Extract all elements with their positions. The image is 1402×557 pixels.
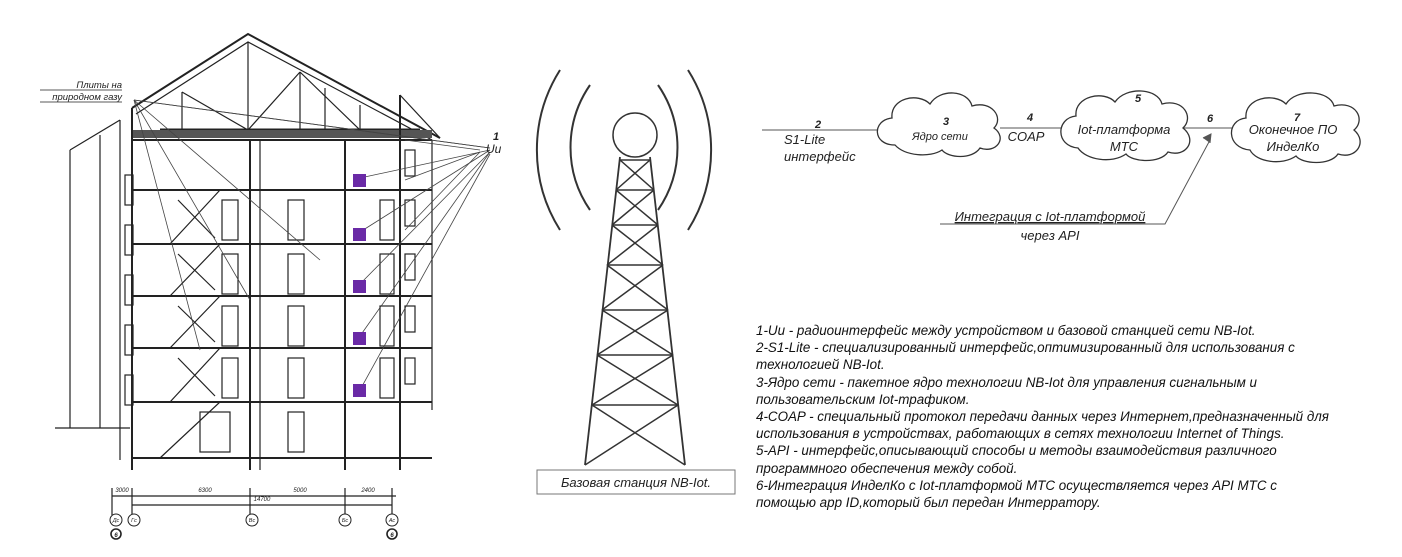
dim-value: 5000 [293, 488, 307, 494]
network-connections [762, 127, 1240, 225]
device-icon [353, 384, 366, 397]
platform-label: Iot-платформа [1078, 122, 1171, 137]
dim-value: 2400 [360, 488, 375, 494]
note-line: программного обеспечения между собой. [756, 460, 1018, 476]
note-line: 4-COAP - специальный протокол передачи д… [756, 409, 1329, 425]
axis-markers [109, 513, 399, 540]
integration-label: Интеграция с Iot-платформой [955, 209, 1146, 224]
station-label-box [536, 469, 736, 495]
note-line: пользовательским Iot-трафиком. [756, 391, 970, 407]
integration-label-2: через API [1021, 228, 1080, 243]
axis-label: Вс [249, 518, 256, 524]
device-icon [353, 280, 366, 293]
label-5: 5 [1135, 93, 1142, 105]
dim-value: 14700 [254, 497, 271, 503]
uu-number: 1 [493, 131, 499, 143]
label-2: 2 [814, 119, 821, 131]
label-6: 6 [1207, 113, 1214, 125]
core-label: Ядро сети [911, 131, 968, 143]
note-line: использования в устройствах, работающих … [756, 426, 1285, 442]
axis-label: 6 [114, 533, 118, 539]
uu-label: Uu [486, 142, 502, 156]
legend-notes: 1-Uu - радиоинтерфейс между устройством … [756, 322, 1396, 511]
axis-label: Ас [388, 518, 396, 524]
slab-label-line1: Плиты на [76, 80, 122, 91]
tower-icon [535, 69, 713, 466]
dim-value: 6300 [198, 488, 212, 494]
note-line: 1-Uu - радиоинтерфейс между устройством … [756, 323, 1256, 338]
axis-label: Гс [131, 518, 137, 524]
axis-label: Дс [112, 518, 120, 524]
cloud-icon-platform [1060, 90, 1191, 162]
note-line: 2-S1-Lite - специализированный интерфейс… [756, 340, 1295, 356]
s1-lite-label-2: интерфейс [784, 149, 856, 164]
note-line: 6-Интеграция ИнделКо с Iot-платформой МТ… [756, 477, 1277, 493]
final-label: Оконечное ПО [1249, 122, 1338, 137]
note-line: помощью app ID,который был передан Интер… [756, 495, 1101, 511]
s1-lite-label: S1-Lite [784, 132, 825, 147]
iot-device-markers [353, 174, 366, 397]
axis-label: Бс [342, 518, 349, 524]
cloud-icon-core [876, 92, 1001, 158]
axis-label: 6 [390, 533, 394, 539]
cloud-icon-final [1230, 92, 1361, 164]
label-7: 7 [1294, 112, 1301, 124]
coap-label: COAP [1008, 129, 1045, 144]
note-line: технологией NB-Iot. [756, 357, 885, 373]
note-line: 3-Ядро сети - пакетное ядро технологии N… [756, 374, 1257, 390]
axis-labels: Дс Гс Вс Бс Ас 6 6 [112, 518, 396, 539]
device-icon [353, 332, 366, 345]
building-section [55, 32, 491, 515]
final-label-2: ИнделКо [1267, 139, 1320, 154]
platform-label-2: МТС [1110, 139, 1139, 154]
device-icon [353, 228, 366, 241]
station-label: Базовая станция NB-Iot. [561, 475, 711, 490]
note-line: 5-API - интерфейс,описывающий способы и … [756, 443, 1277, 459]
dimension-labels: 3000 6300 5000 2400 14700 [115, 488, 375, 503]
device-icon [353, 174, 366, 187]
slab-label-line2: природном газу [52, 92, 123, 103]
label-4: 4 [1026, 112, 1033, 124]
network-labels: 2 S1-Lite интерфейс 3 Ядро сети 4 COAP 5… [784, 93, 1337, 243]
label-3: 3 [943, 116, 949, 128]
dim-value: 3000 [115, 488, 129, 494]
